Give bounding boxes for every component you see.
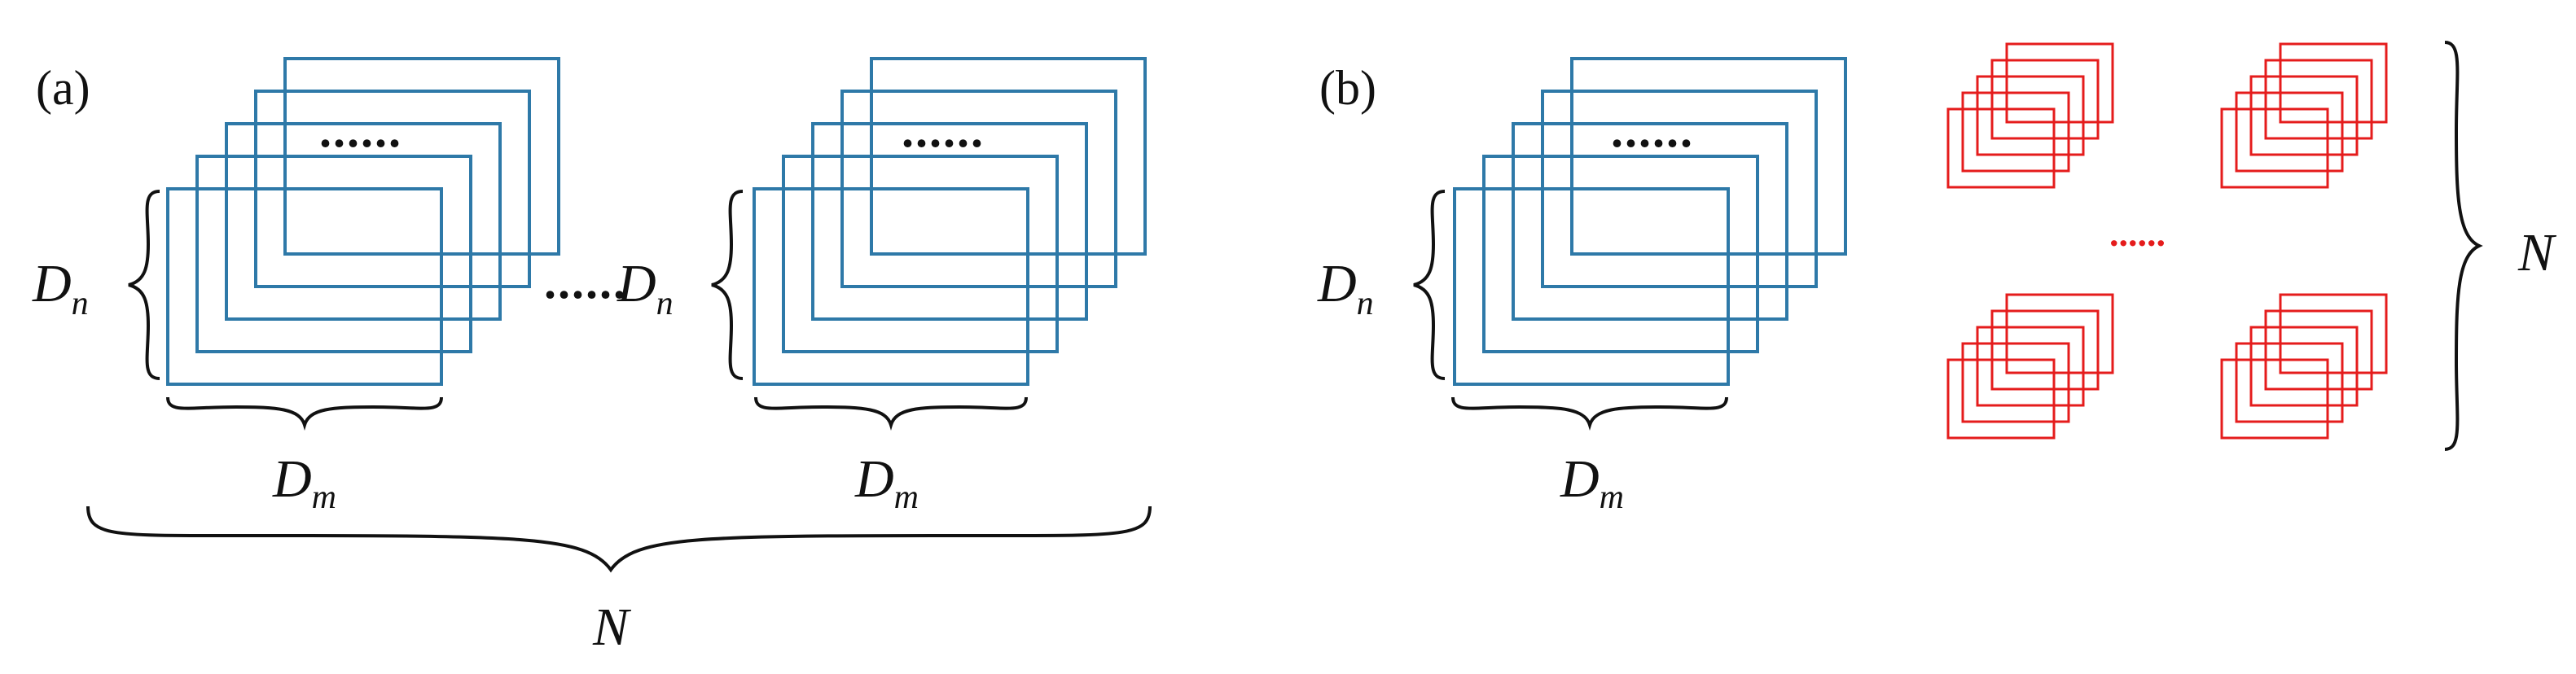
panel-b-red-top-right-frame-4 <box>2264 59 2373 140</box>
panel-a-frame-stack-2 <box>753 57 1147 386</box>
panel-a-dn-label-2: Dn <box>617 254 674 322</box>
panel-a-dn-brace-1 <box>128 190 160 380</box>
panel-a-stack-1-frame-3 <box>225 122 502 321</box>
panel-b-red-bottom-left-frame-2 <box>1961 342 2070 423</box>
panel-b-red-top-right-frame-3 <box>2249 75 2359 156</box>
panel-b-dn-brace <box>1413 190 1446 380</box>
panel-a-stack-1-frame-1 <box>166 187 443 386</box>
panel-b-stack-frame-1 <box>1453 187 1730 386</box>
panel-b-red-stack-top-left <box>1946 42 2114 189</box>
panel-b-red-top-right-frame-1 <box>2220 107 2329 189</box>
panel-b-red-top-left-frame-4 <box>1990 59 2100 140</box>
panel-a-dm-brace-2 <box>754 396 1028 431</box>
panel-b-dn-label: Dn <box>1317 254 1374 322</box>
panel-a-stack-2-frame-1 <box>753 187 1029 386</box>
panel-a-stack-1-ellipsis: ...... <box>319 103 402 157</box>
panel-b-n-label: N <box>2517 223 2557 282</box>
panel-a-n-brace <box>86 505 1152 573</box>
panel-b-red-bottom-right-frame-3 <box>2249 326 2359 407</box>
panel-b-red-bottom-right-frame-5 <box>2279 293 2388 374</box>
panel-a-dn-brace-2 <box>711 190 744 380</box>
panel-b-red-bottom-left-frame-4 <box>1990 309 2100 391</box>
panel-b-stack-frame-2 <box>1482 155 1759 353</box>
panel-b-red-bottom-left-frame-5 <box>2005 293 2114 374</box>
panel-b-red-bottom-left-frame-3 <box>1976 326 2085 407</box>
panel-b-red-top-left-frame-3 <box>1976 75 2085 156</box>
panel-b-red-bottom-right-frame-2 <box>2235 342 2344 423</box>
panel-a: (a) ...... ...... Dn ...... Dn Dm Dm N <box>32 57 1152 657</box>
panel-b-red-bottom-left-frame-1 <box>1946 358 2056 440</box>
panel-a-frame-stack-1 <box>166 57 560 386</box>
panel-a-stack-2-frame-2 <box>782 155 1059 353</box>
panel-a-stack-1-frame-2 <box>195 155 472 353</box>
panel-b-dm-brace <box>1451 396 1728 431</box>
panel-b-red-bottom-right-frame-4 <box>2264 309 2373 391</box>
panel-b-red-top-right-frame-5 <box>2279 42 2388 124</box>
panel-b-red-bottom-right-frame-1 <box>2220 358 2329 440</box>
panel-b-red-ellipsis: ...... <box>2109 212 2166 254</box>
panel-a-dm-brace-1 <box>166 396 443 431</box>
panel-b-label: (b) <box>1319 61 1376 115</box>
panel-a-dn-label-1: Dn <box>32 254 89 322</box>
panel-b-red-top-right-frame-2 <box>2235 91 2344 173</box>
panel-a-stack-2-ellipsis: ...... <box>902 103 985 157</box>
panel-b-red-stack-bottom-left <box>1946 293 2114 440</box>
panel-a-between-stacks-ellipsis: ...... <box>544 255 627 309</box>
panel-b-red-top-left-frame-5 <box>2005 42 2114 124</box>
panel-a-label: (a) <box>36 61 90 115</box>
panel-a-dm-label-1: Dm <box>272 449 336 516</box>
panel-b-dm-label: Dm <box>1560 449 1624 516</box>
panel-b-frame-stack <box>1453 57 1847 386</box>
panel-b-red-top-left-frame-1 <box>1946 107 2056 189</box>
panel-b-n-brace <box>2444 41 2483 451</box>
panel-b-red-stack-top-right <box>2220 42 2388 189</box>
panel-b-red-top-left-frame-2 <box>1961 91 2070 173</box>
panel-b-stack-frame-3 <box>1512 122 1788 321</box>
panel-b: (b) ...... Dn Dm ...... N <box>1317 41 2557 516</box>
panel-b-stack-ellipsis: ...... <box>1611 103 1694 157</box>
panel-b-red-stack-bottom-right <box>2220 293 2388 440</box>
panel-a-dm-label-2: Dm <box>854 449 919 516</box>
panel-a-stack-2-frame-3 <box>811 122 1088 321</box>
panel-a-n-label: N <box>592 597 632 657</box>
